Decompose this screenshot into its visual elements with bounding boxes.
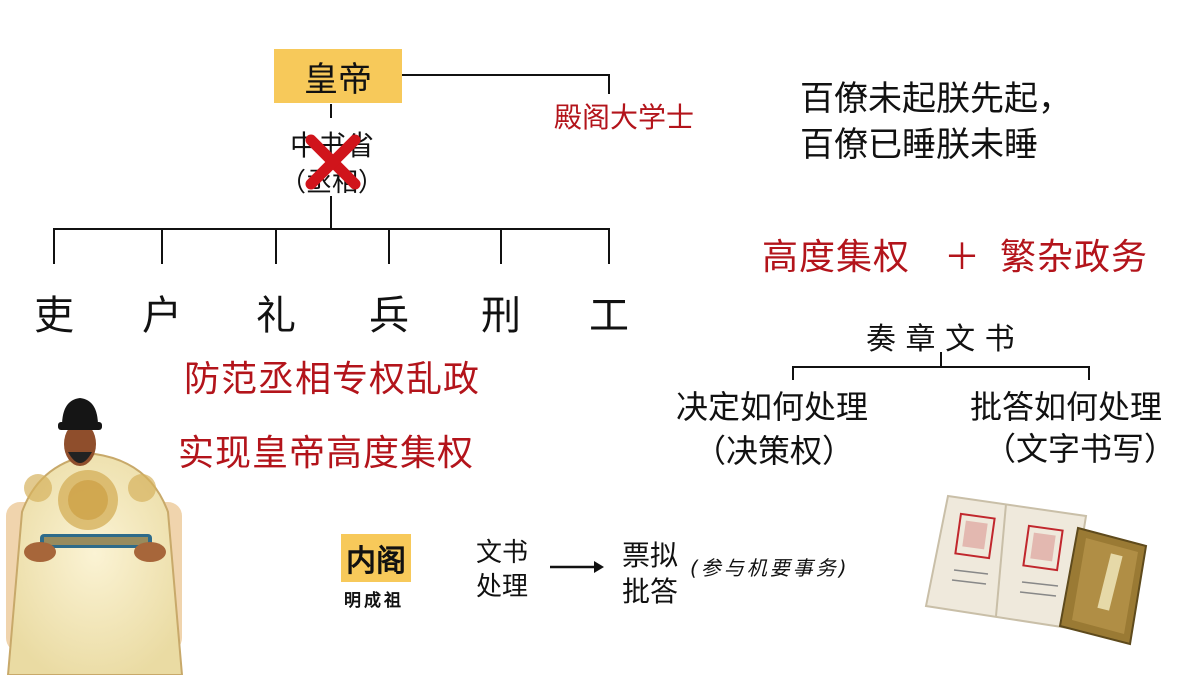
grand-secretary-label: 殿阁大学士: [554, 101, 695, 134]
chancellor-label: （丞相）: [280, 168, 385, 198]
memorial-books-image: [924, 494, 1148, 646]
cabinet-result-2: 批答: [622, 575, 679, 608]
secretariat-to-departments-line: [330, 196, 332, 229]
documents-bar: [792, 366, 1090, 368]
emperor-to-secretariat-line: [330, 104, 332, 118]
cross-icon: [305, 134, 361, 190]
branch-left-sub: （决策权）: [694, 432, 855, 470]
cabinet-task-1: 文书: [476, 538, 529, 568]
dept-tick-1: [53, 228, 55, 264]
emperor-label: 皇帝: [304, 59, 372, 100]
quote-line-2: 百僚已睡朕未睡: [800, 125, 1038, 165]
cabinet-box: 内阁: [341, 534, 411, 582]
cabinet-label: 内阁: [346, 544, 406, 579]
cabinet-founder: 明成祖: [344, 591, 404, 611]
summary-right: 繁杂政务: [1000, 237, 1149, 278]
summary-left: 高度集权: [762, 237, 911, 278]
dept-bing: 兵: [369, 293, 409, 339]
dept-tick-3: [275, 228, 277, 264]
cabinet-task-2: 处理: [476, 572, 529, 602]
branch-right-sub: （文字书写）: [984, 430, 1177, 468]
dept-tick-4: [388, 228, 390, 264]
arrow-right-icon: [550, 561, 604, 573]
dept-tick-5: [500, 228, 502, 264]
documents-right-tick: [1088, 366, 1090, 380]
dept-tick-2: [161, 228, 163, 264]
emperor-box: 皇帝: [274, 49, 402, 103]
branch-right-main: 批答如何处理: [970, 388, 1163, 426]
branch-left-main: 决定如何处理: [676, 388, 869, 426]
summary-plus: ＋: [944, 237, 982, 278]
purpose-line-1: 防范丞相专权乱政: [184, 359, 481, 400]
emperor-portrait: [6, 398, 184, 675]
purpose-line-2: 实现皇帝高度集权: [178, 433, 475, 474]
documents-title: 奏 章 文 书: [866, 322, 1015, 357]
emperor-to-secretary-line: [402, 74, 609, 76]
documents-left-tick: [792, 366, 794, 380]
emperor-to-secretary-drop: [608, 74, 610, 94]
dept-gong: 工: [589, 293, 629, 339]
dept-xing: 刑: [481, 293, 521, 339]
departments-bar: [53, 228, 610, 230]
dept-tick-6: [608, 228, 610, 264]
cabinet-result-1: 票拟: [622, 539, 679, 572]
quote-line-1: 百僚未起朕先起，: [800, 79, 1072, 119]
dept-hu: 户: [142, 293, 182, 339]
cabinet-note: (参与机要事务): [690, 556, 850, 580]
dept-li-rites: 礼: [256, 293, 296, 339]
dept-li: 吏: [34, 293, 74, 339]
documents-stem: [940, 352, 942, 366]
